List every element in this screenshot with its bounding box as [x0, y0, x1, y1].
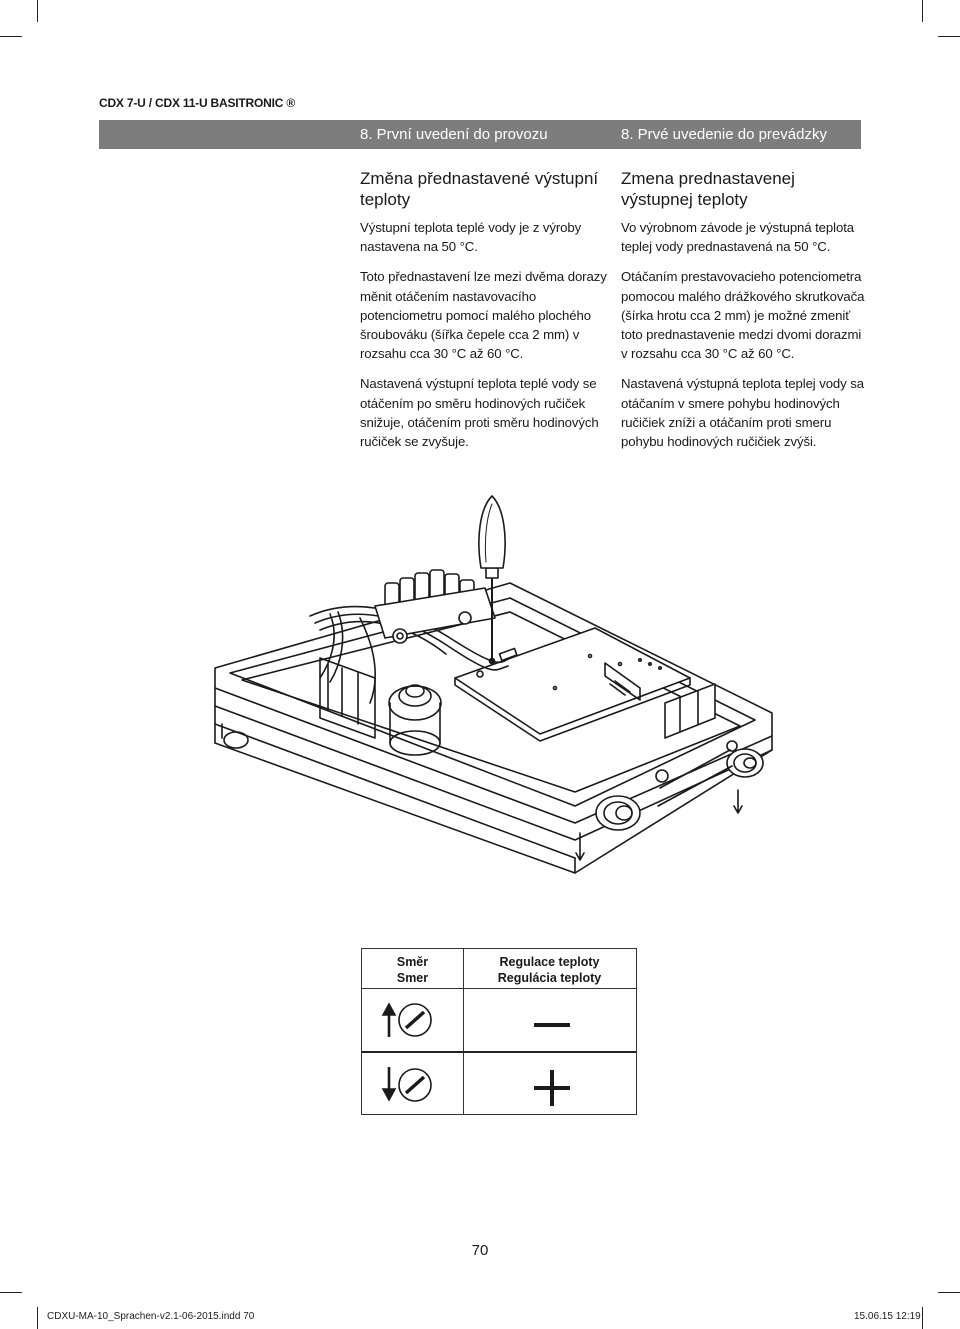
clockwise-arrow-up-icon: [381, 1002, 432, 1037]
regulation-header-cz: Regulace teploty: [499, 955, 600, 969]
crop-mark: [0, 1292, 22, 1293]
counterclockwise-arrow-down-icon: [381, 1067, 432, 1102]
heading-cz: Změna přednastavené výstupní teploty: [360, 169, 599, 209]
table-divider: [463, 949, 464, 1114]
direction-column-header: Směr Smer: [362, 949, 463, 989]
crop-mark: [938, 1292, 960, 1293]
footer-timestamp: 15.06.15 12:19: [854, 1311, 921, 1322]
section-bar: 8. První uvedení do provozu 8. Prvé uved…: [99, 120, 861, 149]
water-heater-illustration: [214, 495, 773, 874]
heading-sk: Zmena prednastavenej výstupnej teploty: [621, 169, 795, 209]
paragraph-sk-2: Otáčaním prestavovacieho potenciometra p…: [621, 269, 865, 362]
table-row-divider: [362, 1051, 636, 1053]
direction-header-cz: Směr: [396, 955, 429, 969]
left-column-cz: Změna přednastavené výstupní teploty Výs…: [360, 168, 610, 462]
paragraph-sk-3: Nastavená výstupná teplota teplej vody s…: [621, 376, 864, 450]
paragraph-cz-3: Nastavená výstupní teplota teplé vody se…: [360, 376, 599, 450]
direction-header-sk: Smer: [396, 971, 429, 985]
regulation-column-header: Regulace teploty Regulácia teploty: [463, 949, 636, 989]
crop-mark: [0, 36, 22, 37]
section-title-cz: 8. První uvedení do provozu: [360, 126, 548, 143]
paragraph-cz-2: Toto přednastavení lze mezi dvěma dorazy…: [360, 269, 607, 362]
footer-filename: CDXU-MA-10_Sprachen-v2.1-06-2015.indd 70: [47, 1311, 255, 1322]
paragraph-sk-1: Vo výrobnom závode je výstupná teplota t…: [621, 220, 854, 255]
section-title-sk: 8. Prvé uvedenie do prevádzky: [621, 126, 827, 143]
regulation-header-sk: Regulácia teploty: [497, 971, 602, 985]
increase-symbol: [534, 1070, 570, 1106]
direction-table: Směr Smer Regulace teploty Regulácia tep…: [361, 948, 637, 1115]
crop-mark: [938, 36, 960, 37]
document-header: CDX 7-U / CDX 11-U BASITRONIC ®: [99, 96, 296, 110]
crop-mark: [922, 1307, 923, 1329]
page-number: 70: [471, 1242, 489, 1259]
crop-mark: [37, 0, 38, 22]
paragraph-cz-1: Výstupní teplota teplé vody je z výroby …: [360, 220, 582, 255]
crop-mark: [37, 1307, 38, 1329]
right-column-sk: Zmena prednastavenej výstupnej teploty V…: [621, 168, 871, 462]
decrease-symbol: [534, 1023, 570, 1027]
crop-mark: [922, 0, 923, 22]
